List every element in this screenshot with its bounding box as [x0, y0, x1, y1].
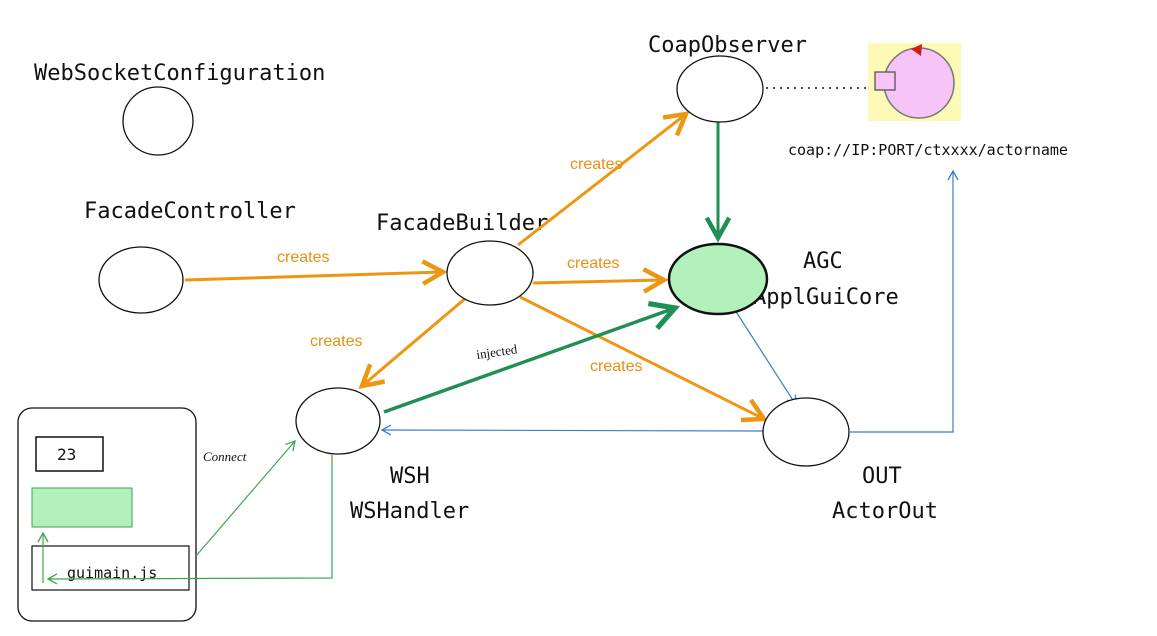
gui-green-button[interactable] — [31, 487, 133, 528]
wsh-label: WSH — [390, 464, 430, 489]
coap-url-label: coap://IP:PORT/ctxxxx/actorname — [788, 141, 1068, 159]
connect-label: Connect — [203, 449, 247, 464]
actor-out-label: ActorOut — [832, 499, 938, 524]
script-name-label: guimain.js — [67, 564, 157, 582]
creates-label-builder-agc: creates — [567, 255, 619, 272]
facade-controller-node[interactable] — [98, 246, 184, 314]
counter-value: 23 — [57, 445, 76, 464]
agc-to-out-arrow — [732, 306, 797, 407]
connect-arrow — [195, 439, 296, 557]
gui-mockup: 23 guimain.js — [17, 407, 197, 622]
facade-builder-label: FacadeBuilder — [376, 211, 548, 236]
counter-display — [35, 436, 104, 472]
creates-arrow-builder-agc — [532, 280, 664, 283]
creates-label-builder-wsh: creates — [310, 333, 362, 350]
agc-label: AGC — [803, 249, 843, 274]
out-node[interactable] — [762, 397, 850, 467]
injected-arrow-wsh-agc — [383, 308, 675, 414]
coap-observer-node[interactable] — [676, 55, 764, 123]
creates-arrow-builder-out — [519, 295, 764, 419]
injected-label: injected — [475, 341, 518, 362]
out-to-wsh-arrow — [380, 424, 764, 436]
creates-arrow-builder-wsh — [362, 295, 468, 386]
wsh-node[interactable] — [295, 387, 381, 455]
creates-label-controller-builder: creates — [277, 249, 329, 266]
facade-controller-label: FacadeController — [84, 199, 296, 224]
appl-gui-core-label: ApplGuiCore — [753, 285, 899, 310]
out-label: OUT — [862, 464, 902, 489]
creates-label-builder-out: creates — [590, 358, 642, 375]
creates-label-builder-coap: creates — [570, 156, 622, 173]
creates-arrow-controller-builder — [184, 272, 443, 280]
creates-arrow-builder-coap — [517, 114, 686, 247]
websocket-config-label: WebSocketConfiguration — [34, 61, 325, 86]
script-box — [31, 545, 190, 591]
observed-actor-icon — [868, 43, 961, 121]
wshandler-label: WSHandler — [350, 499, 469, 524]
websocket-config-node[interactable] — [122, 86, 194, 156]
wsh-to-gui-arrow — [46, 455, 333, 585]
facade-builder-node[interactable] — [446, 240, 534, 306]
coap-observer-label: CoapObserver — [648, 33, 807, 58]
out-to-coap-arrow — [850, 169, 959, 433]
agc-node[interactable] — [667, 242, 769, 316]
